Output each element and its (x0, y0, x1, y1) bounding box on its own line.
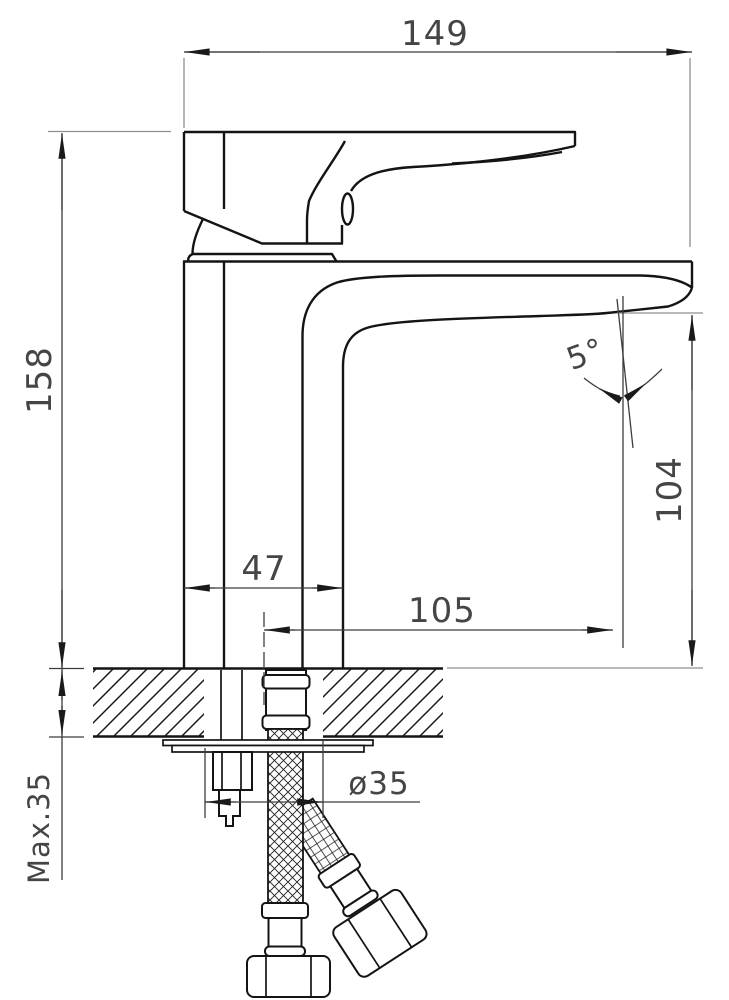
countertop-left-hatch (93, 669, 204, 736)
spout-inner-curve (341, 311, 613, 368)
handle-pivot-oval (340, 192, 355, 226)
dim-spout-height: 104 (447, 312, 703, 669)
dim-spout-reach: 105 (263, 591, 613, 705)
dim-total-height: 158 (20, 130, 171, 670)
countertop-section (93, 667, 443, 738)
mounting-rod (220, 670, 243, 744)
hose-nut (246, 955, 331, 998)
angled-hose-collar (342, 889, 379, 918)
angle-arc-tails (583, 368, 663, 390)
fitting-band-upper (261, 674, 311, 690)
dim-spout-height-label: 104 (650, 456, 690, 524)
hose-braid (267, 728, 304, 906)
hose-tube (267, 917, 303, 948)
dome-left-curve (191, 218, 205, 255)
spout-outer-curve (301, 274, 687, 337)
handle-underside-curve (349, 144, 576, 192)
dimension-annotations: 149 158 Max.35 47 (20, 14, 703, 884)
handle-base-chamfer (183, 209, 343, 245)
dim-body-width-label: 47 (241, 549, 286, 589)
handle-base-edges (182, 132, 226, 211)
mounting-plate (162, 739, 374, 753)
dim-body-width: 47 (184, 549, 343, 592)
faucet-handle (182, 130, 577, 245)
handle-top-edge (184, 130, 577, 146)
spout-column-edges (301, 336, 345, 668)
dim-spout-angle: 5° (562, 296, 663, 648)
hose-ferrule (261, 902, 309, 919)
body-left-edges (182, 261, 226, 668)
dim-deck-thickness-label: Max.35 (22, 772, 56, 884)
handle-neck-left (305, 140, 347, 244)
stud-tip (218, 789, 241, 827)
faucet-body (182, 218, 694, 668)
dim-deck-thickness: Max.35 (22, 668, 84, 884)
dim-total-height-label: 158 (20, 346, 60, 414)
spout-aerator-face (611, 287, 694, 314)
base-flange (186, 252, 338, 263)
dim-hole-diameter: ø35 (204, 740, 420, 818)
fitting-band-lower (261, 714, 311, 730)
hose-collar (264, 945, 306, 957)
supply-hose-vertical (246, 669, 331, 998)
dim-total-width: 149 (183, 14, 692, 247)
angled-hose-nut (332, 888, 428, 978)
mounting-stud (212, 751, 253, 827)
handle-lip-curve (451, 150, 563, 165)
dim-spout-reach-label: 105 (408, 591, 476, 631)
countertop-right-hatch (323, 669, 443, 736)
angle-tilted-line (616, 298, 634, 449)
supply-hose-angled (282, 797, 428, 978)
stud-hex-nut (212, 751, 253, 791)
dim-spout-angle-label: 5° (562, 331, 609, 378)
spout-tip (685, 261, 694, 289)
dim-total-width-label: 149 (401, 14, 469, 54)
dim-hole-diameter-label: ø35 (348, 766, 409, 802)
